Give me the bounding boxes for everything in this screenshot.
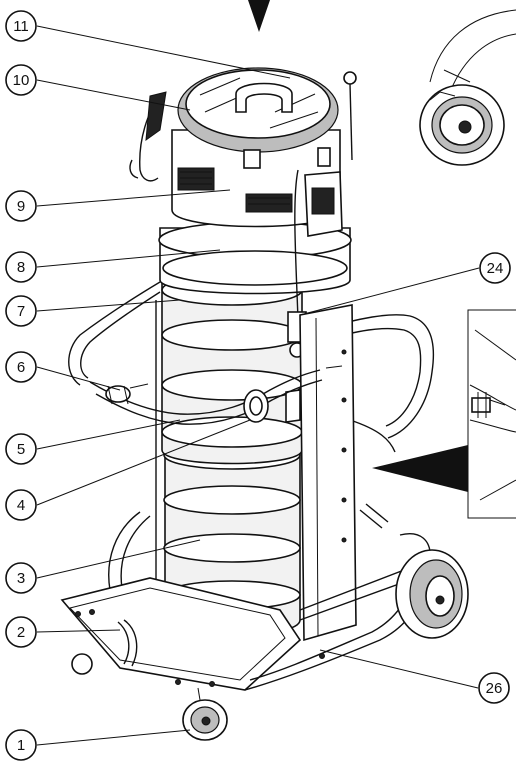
callout-3: 3	[5, 562, 37, 594]
leader-lines	[36, 25, 480, 746]
detail-arrow	[372, 445, 468, 492]
wheel-detail-view	[419, 9, 516, 166]
callout-4-label: 4	[17, 497, 25, 514]
callout-3-label: 3	[17, 570, 25, 587]
top-direction-arrow	[248, 0, 270, 32]
callout-11: 11	[5, 10, 37, 42]
callout-26: 26	[478, 672, 510, 704]
push-handle	[317, 314, 435, 453]
suction-hose	[89, 369, 323, 425]
callout-5-label: 5	[17, 441, 25, 458]
callout-1-label: 1	[17, 737, 25, 754]
clamp-detail-view	[467, 309, 516, 519]
callout-6-label: 6	[17, 359, 25, 376]
frame-tube	[68, 281, 167, 591]
cable-holder	[129, 91, 167, 182]
rear-column	[285, 304, 357, 642]
callout-4: 4	[5, 489, 37, 521]
callout-8: 8	[5, 251, 37, 283]
callout-11-label: 11	[13, 18, 29, 35]
callout-10: 10	[5, 64, 37, 96]
undercarriage	[60, 503, 469, 741]
callout-5: 5	[5, 433, 37, 465]
callout-24-label: 24	[487, 260, 504, 277]
callout-9-label: 9	[17, 198, 25, 215]
callout-2: 2	[5, 616, 37, 648]
callout-9: 9	[5, 190, 37, 222]
callout-1: 1	[5, 729, 37, 761]
callout-6: 6	[5, 351, 37, 383]
antenna-rod	[343, 71, 357, 161]
callout-7-label: 7	[17, 303, 25, 320]
callout-10-label: 10	[13, 72, 30, 89]
callout-7: 7	[5, 295, 37, 327]
callout-24: 24	[479, 252, 511, 284]
callout-26-label: 26	[486, 680, 503, 697]
callout-8-label: 8	[17, 259, 25, 276]
callout-2-label: 2	[17, 624, 25, 641]
